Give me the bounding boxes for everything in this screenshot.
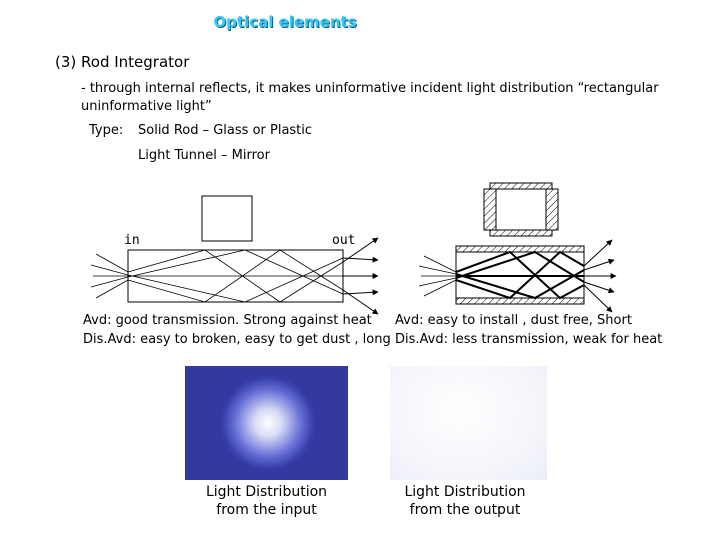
solid-rod-disadvantage: Dis.Avd: easy to broken, easy to get dus… <box>83 332 391 347</box>
solid-rod-advantage: Avd: good transmission. Strong against h… <box>83 313 372 328</box>
light-tunnel-input-rays <box>418 255 457 297</box>
type-label: Type: <box>89 123 124 138</box>
section-subtitle: (3) Rod Integrator <box>55 53 190 71</box>
light-tunnel-advantage: Avd: easy to install , dust free, Short <box>395 313 632 328</box>
output-caption-line-1: Light Distribution <box>404 484 526 500</box>
out-label: out <box>332 233 356 248</box>
description-line-2: uninformative light” <box>81 99 212 114</box>
input-caption-line-2: from the input <box>216 502 317 518</box>
solid-rod-cross-section <box>201 195 253 242</box>
solid-rod-internal-rays <box>127 249 344 303</box>
solid-rod-input-rays <box>90 253 129 299</box>
output-light-distribution-image <box>390 366 547 480</box>
light-tunnel-output-arrows <box>583 239 617 313</box>
type-solid-rod: Solid Rod – Glass or Plastic <box>138 123 313 138</box>
solid-rod-output-arrows <box>342 237 379 315</box>
input-light-distribution-image <box>185 366 348 480</box>
page-title: Optical elements <box>213 13 357 31</box>
light-tunnel-internal-rays <box>455 250 585 300</box>
light-tunnel-disadvantage: Dis.Avd: less transmission, weak for hea… <box>395 332 663 347</box>
description-line-1: - through internal reflects, it makes un… <box>81 81 659 96</box>
input-caption-line-1: Light Distribution <box>205 484 328 500</box>
light-tunnel-cross-section <box>483 182 559 237</box>
in-label: in <box>124 233 140 248</box>
output-caption-line-2: from the output <box>409 502 521 518</box>
type-light-tunnel: Light Tunnel – Mirror <box>138 148 270 163</box>
